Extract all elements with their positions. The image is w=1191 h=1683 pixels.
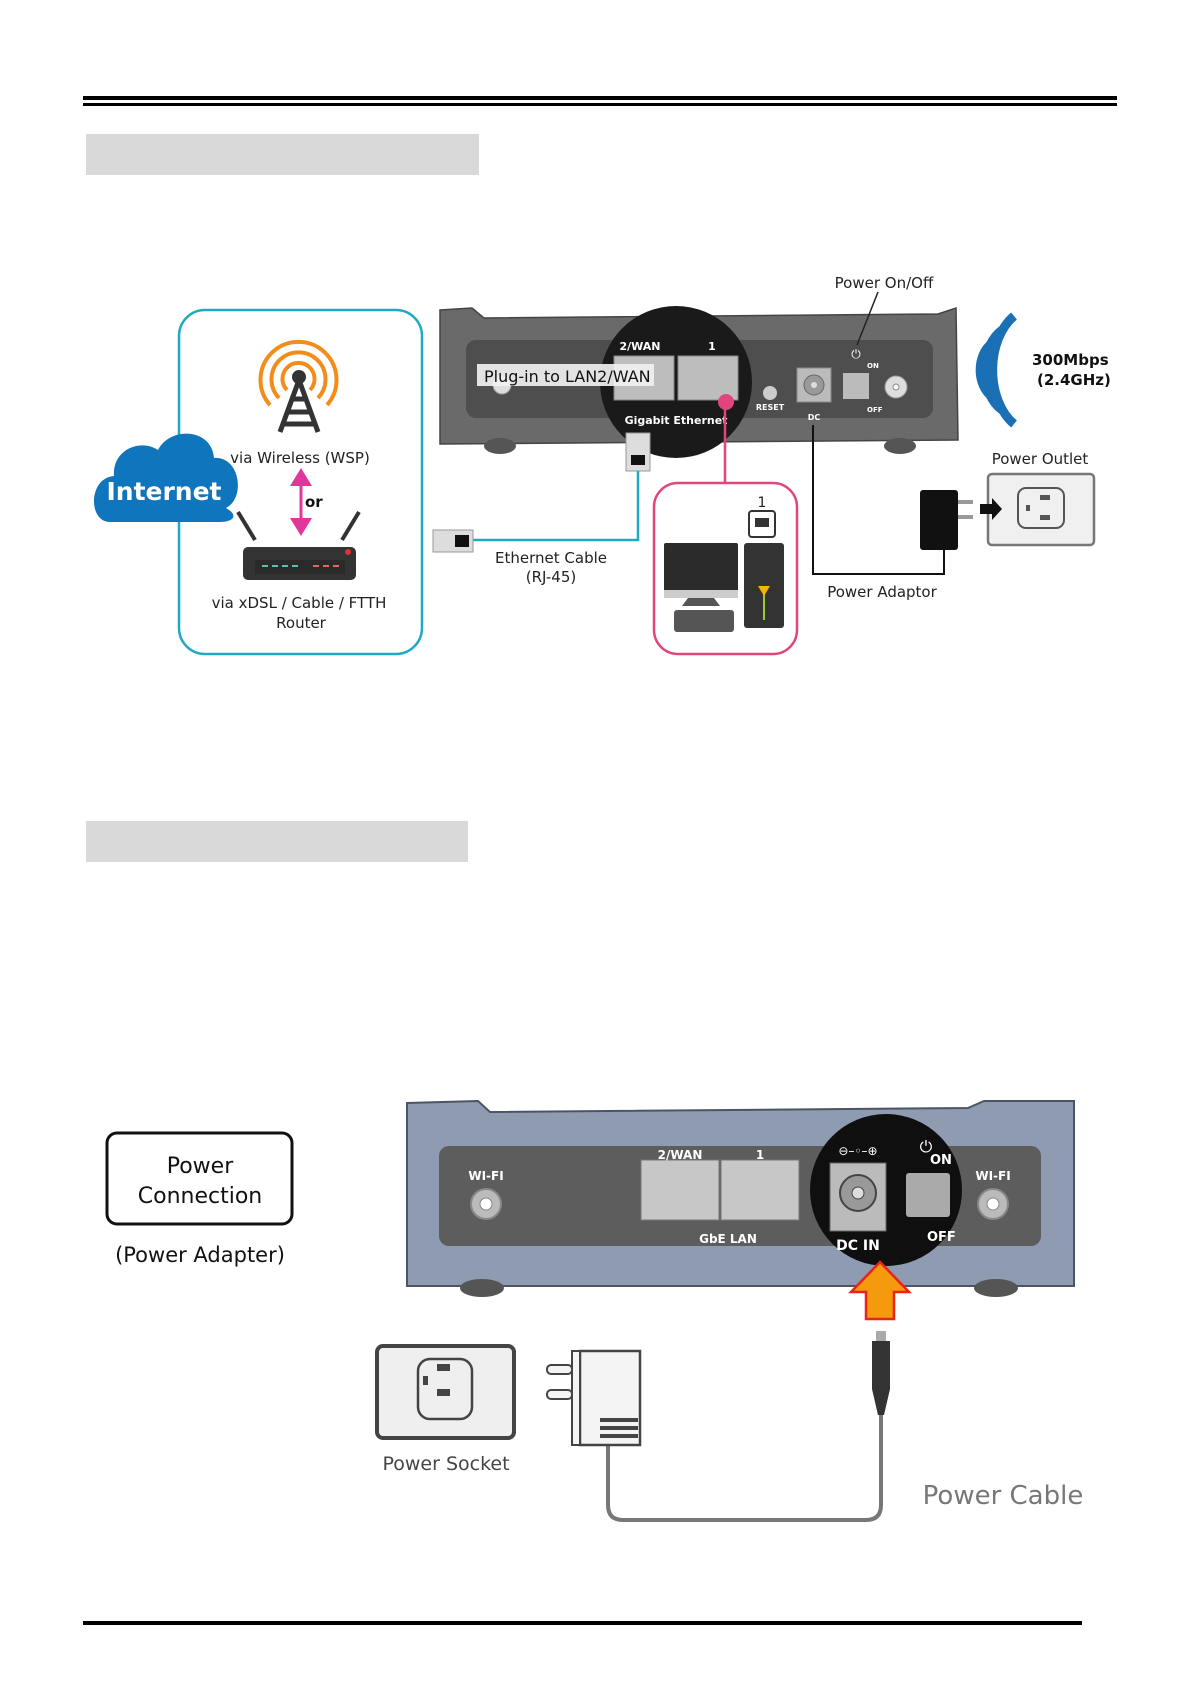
power-connection-label-line1: Power	[167, 1154, 234, 1179]
dc-label: DC	[808, 413, 821, 422]
off-label-2: OFF	[927, 1230, 956, 1245]
power-adaptor-label: Power Adaptor	[827, 583, 937, 601]
header-rule-top	[83, 96, 1117, 100]
power-cable-line	[812, 425, 945, 575]
rj45-connector-top-icon	[625, 432, 651, 472]
power-adapter-label: (Power Adapter)	[115, 1243, 285, 1267]
wifi-signal-icon	[975, 312, 1018, 428]
power-socket-label: Power Socket	[382, 1453, 509, 1475]
pc-box	[652, 481, 799, 656]
port-wan-label-2: 2/WAN	[658, 1148, 703, 1162]
power-cable-label: Power Cable	[923, 1481, 1084, 1511]
ethernet-cable-label-line2: (RJ-45)	[526, 568, 577, 586]
port-wan-label: 2/WAN	[619, 340, 660, 353]
section-header-bar-2	[86, 821, 468, 862]
dc-in-label: DC IN	[836, 1238, 880, 1254]
header-rule-bottom	[83, 103, 1117, 106]
speed-label-line2: (2.4GHz)	[1037, 371, 1111, 389]
polarity-icon: ⊖–◦–⊕	[838, 1144, 877, 1158]
router-label-line1: via xDSL / Cable / FTTH	[212, 594, 387, 612]
pc-port-label: 1	[758, 495, 767, 511]
internet-cloud-icon: Internet	[93, 433, 238, 522]
gigabit-ethernet-label: Gigabit Ethernet	[625, 414, 728, 427]
reset-label: RESET	[756, 403, 785, 412]
off-label: OFF	[867, 406, 883, 414]
port-1-label: 1	[708, 340, 716, 353]
power-connection-label-line2: Connection	[138, 1184, 262, 1209]
power-onoff-label: Power On/Off	[835, 274, 934, 292]
power-connection-diagram: Power Connection (Power Adapter) WI-FI W…	[105, 1099, 1084, 1522]
ethernet-cable-label-line1: Ethernet Cable	[495, 549, 607, 567]
lan-port-icon	[748, 510, 776, 538]
section-header-bar-1	[86, 134, 479, 175]
wireless-label: via Wireless (WSP)	[230, 449, 370, 467]
power-cable-line-2	[606, 1415, 883, 1522]
plug-in-label: Plug-in to LAN2/WAN	[484, 367, 651, 386]
or-arrow-icon	[290, 468, 312, 536]
network-connection-diagram: Internet via Wireless (WSP) or via xDSL …	[93, 274, 1111, 656]
on-label-2: ON	[930, 1153, 952, 1168]
insert-arrow-icon	[848, 1260, 912, 1321]
footer-rule	[83, 1621, 1082, 1625]
router-label-line2: Router	[276, 614, 327, 632]
or-label: or	[305, 493, 323, 511]
ethernet-cable-line	[470, 471, 640, 542]
desktop-computer-icon	[664, 543, 784, 632]
internet-label: Internet	[106, 477, 221, 506]
wireless-tower-icon	[258, 339, 339, 433]
access-point-rear-panel-2: WI-FI WI-FI 2/WAN 1 GbE LAN DC IN ⊖–◦–⊕ …	[406, 1099, 1075, 1297]
speed-label-line1: 300Mbps	[1032, 351, 1109, 369]
wifi-right-label: WI-FI	[975, 1169, 1010, 1183]
power-symbol-icon: ⏻	[851, 347, 861, 361]
home-router-icon	[236, 510, 361, 580]
power-outlet-icon	[986, 472, 1096, 547]
rj45-connector-left-icon	[432, 529, 474, 553]
dc-plug-icon	[872, 1331, 890, 1415]
power-adaptor-icon	[920, 490, 1002, 550]
access-point-rear-panel: 2/WAN 1 Gigabit Ethernet RESET DC ⏻ ON O…	[439, 306, 959, 458]
power-symbol-icon-2: ⏻	[920, 1137, 933, 1156]
power-socket-icon	[375, 1344, 516, 1440]
power-connection-box	[105, 1131, 294, 1226]
gbe-lan-label: GbE LAN	[699, 1232, 757, 1246]
power-adapter-icon	[546, 1349, 642, 1447]
port-1-label-2: 1	[756, 1148, 764, 1162]
power-outlet-label: Power Outlet	[992, 450, 1089, 468]
on-label: ON	[867, 362, 879, 370]
wifi-left-label: WI-FI	[468, 1169, 503, 1183]
